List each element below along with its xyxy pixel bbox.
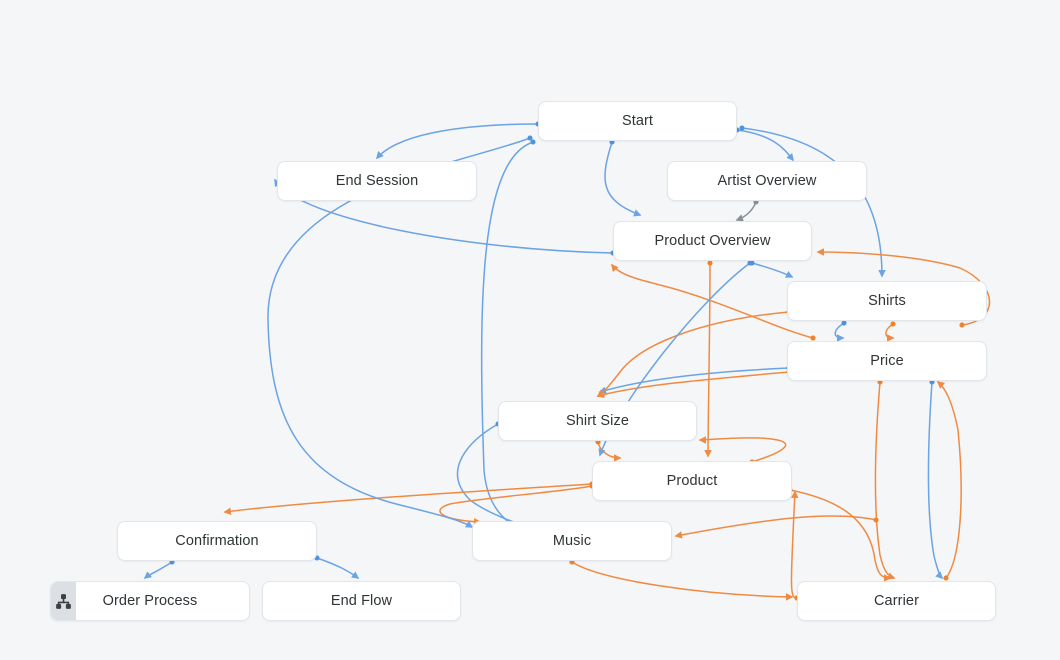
edge-carrier-to-product[interactable] (790, 490, 800, 601)
node-artist-overview[interactable]: Artist Overview (667, 161, 867, 201)
edge-shirt-size-to-product[interactable] (595, 439, 622, 462)
edge-carrier-to-price[interactable] (936, 381, 962, 581)
node-end-session[interactable]: End Session (277, 161, 477, 201)
node-product[interactable]: Product (592, 461, 792, 501)
node-label: Confirmation (175, 532, 259, 549)
node-end-flow[interactable]: End Flow (262, 581, 461, 621)
node-label: Carrier (873, 592, 919, 609)
edge-price-to-product-overview[interactable] (611, 263, 816, 341)
node-product-overview[interactable]: Product Overview (613, 221, 812, 261)
node-label: Order Process (102, 592, 198, 609)
edge-shirts-to-price[interactable] (885, 321, 896, 342)
node-music[interactable]: Music (472, 521, 672, 561)
node-label: End Flow (330, 592, 393, 609)
edge-product-to-shirt-size[interactable] (698, 436, 787, 465)
edge-shirts-to-shirt-size[interactable] (596, 309, 792, 397)
edge-confirmation-to-order-process[interactable] (143, 559, 175, 579)
edge-product-overview-to-shirts[interactable] (749, 260, 794, 278)
edge-start-to-product-overview[interactable] (604, 139, 642, 217)
edge-music-to-carrier[interactable] (569, 559, 794, 601)
edge-product-to-confirmation[interactable] (223, 481, 595, 515)
edge-start-to-artist-overview[interactable] (734, 127, 794, 162)
edge-carrier-to-music[interactable] (674, 515, 879, 539)
edge-product-to-carrier[interactable] (787, 487, 892, 582)
node-label: Price (870, 352, 904, 369)
node-confirmation[interactable]: Confirmation (117, 521, 317, 561)
node-order-process[interactable]: Order Process (50, 581, 250, 621)
node-shirts[interactable]: Shirts (787, 281, 987, 321)
node-label: Product (666, 472, 718, 489)
node-label: End Session (335, 172, 419, 189)
edge-price-to-carrier[interactable] (927, 379, 944, 580)
sitemap-icon (51, 582, 76, 620)
node-start[interactable]: Start (538, 101, 737, 141)
node-price[interactable]: Price (787, 341, 987, 381)
node-label: Music (552, 532, 592, 549)
node-label: Shirt Size (565, 412, 630, 429)
edge-artist-overview-to-product-overview[interactable] (735, 199, 759, 222)
node-label: Shirts (868, 292, 906, 309)
node-label: Product Overview (654, 232, 771, 249)
node-label: Artist Overview (717, 172, 817, 189)
edge-price-to-shirt-size[interactable] (596, 369, 792, 399)
edge-shirts-to-price[interactable] (834, 320, 847, 342)
edge-price-to-carrier[interactable] (874, 379, 896, 580)
edge-price-to-shirt-size[interactable] (598, 365, 792, 394)
node-carrier[interactable]: Carrier (797, 581, 996, 621)
node-label: Start (621, 112, 654, 129)
edge-start-to-end-session[interactable] (376, 121, 541, 160)
edge-product-to-music[interactable] (439, 483, 595, 526)
edge-product-overview-to-product[interactable] (704, 260, 713, 458)
edge-product-overview-to-start[interactable] (480, 139, 562, 543)
edge-confirmation-to-end-flow[interactable] (314, 555, 360, 579)
node-shirt-size[interactable]: Shirt Size (498, 401, 697, 441)
